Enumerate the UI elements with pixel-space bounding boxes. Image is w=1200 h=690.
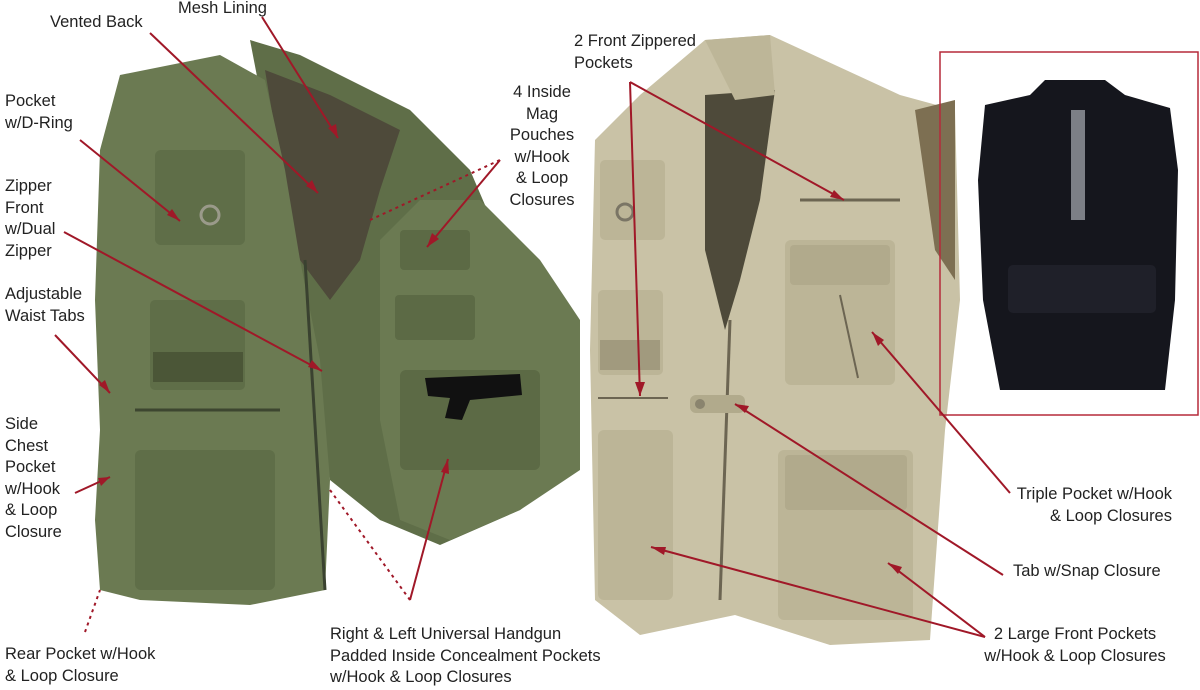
mag-pouch-2 — [395, 295, 475, 340]
arrowhead-waist-tabs — [99, 380, 110, 393]
arrowhead-large-pocket-1 — [651, 547, 666, 555]
leader-zippered-2 — [629, 81, 845, 201]
arrowhead-tab-snap — [735, 404, 749, 413]
leader-rear-pocket — [84, 589, 101, 633]
large-lower-pocket — [135, 450, 275, 590]
leader-tab-snap — [734, 403, 1004, 576]
khaki-front-zipper — [718, 319, 732, 601]
snap-icon — [695, 399, 705, 409]
label-zipper-front: Zipper Front w/Dual Zipper — [5, 177, 56, 260]
leader-mesh-lining — [261, 16, 339, 139]
leader-handgun-1 — [409, 458, 449, 601]
leader-mag-pouches-dotted — [369, 159, 501, 221]
triple-pocket-flap — [790, 245, 890, 285]
arrowhead-zipper-front — [308, 360, 322, 371]
label-mag-pouches: 4 Inside Mag Pouches w/Hook & Loop Closu… — [509, 83, 575, 209]
triple-pocket-zip — [839, 294, 859, 379]
black-vest-rear-pocket — [1008, 265, 1156, 313]
arrowhead-vented-back — [306, 180, 318, 193]
leader-large-pocket-1 — [650, 546, 986, 638]
black-vest-vent — [1071, 110, 1085, 220]
arrowhead-triple-pocket — [872, 332, 884, 346]
mesh-lining — [265, 70, 400, 300]
khaki-mesh-right — [915, 100, 955, 280]
leader-triple-pocket — [871, 331, 1011, 494]
arrowhead-zippered-1 — [635, 382, 645, 396]
label-tab-snap: Tab w/Snap Closure — [1013, 562, 1161, 580]
khaki-mesh-panel — [600, 340, 660, 370]
khaki-lower-left-pocket — [598, 430, 673, 600]
handgun-icon — [425, 374, 522, 420]
pocket-d-ring — [155, 150, 245, 245]
leader-zippered-1 — [629, 81, 641, 397]
arrowhead-side-chest — [98, 477, 110, 486]
leader-handgun-2 — [329, 489, 411, 601]
mag-pouch-1 — [400, 230, 470, 270]
leader-mag-pouches — [426, 159, 501, 248]
rear-view-inset — [939, 51, 1199, 416]
d-ring-icon — [199, 204, 221, 226]
khaki-d-ring-icon — [615, 202, 635, 222]
label-vented-back: Vented Back — [50, 13, 143, 31]
black-vest — [978, 80, 1178, 390]
khaki-large-pocket-flap — [785, 455, 907, 510]
arrowhead-pocket-d-ring — [167, 209, 180, 221]
arrowhead-mesh-lining — [328, 124, 338, 138]
label-pocket-d-ring: Pocket w/D-Ring — [5, 92, 73, 132]
arrowhead-mag-pouches — [427, 233, 439, 247]
label-front-zippered: 2 Front Zippered Pockets — [574, 32, 696, 72]
front-zipper — [303, 259, 327, 591]
khaki-collar — [705, 35, 775, 100]
label-mesh-lining: Mesh Lining — [178, 0, 267, 17]
label-large-front-pockets: 2 Large Front Pockets w/Hook & Loop Clos… — [984, 625, 1166, 665]
olive-vest — [95, 40, 580, 605]
leader-lines — [54, 16, 1011, 638]
leader-large-pocket-2 — [887, 562, 986, 638]
leader-zipper-front — [63, 231, 323, 372]
arrowhead-handgun-1 — [441, 459, 449, 474]
mesh-panel — [153, 352, 243, 382]
label-rear-pocket: Rear Pocket w/Hook & Loop Closure — [5, 645, 156, 685]
arrowhead-large-pocket-2 — [888, 563, 902, 574]
leader-vented-back — [149, 32, 319, 194]
leader-waist-tabs — [54, 334, 111, 394]
label-handgun-pockets: Right & Left Universal Handgun Padded In… — [330, 625, 601, 686]
khaki-pocket-d-ring — [600, 160, 665, 240]
khaki-mesh-lining — [705, 90, 775, 330]
arrowhead-zippered-2 — [830, 190, 844, 200]
leader-pocket-d-ring — [79, 139, 181, 222]
label-adjustable-waist: Adjustable Waist Tabs — [5, 285, 85, 325]
label-side-chest-pocket: Side Chest Pocket w/Hook & Loop Closure — [5, 415, 62, 541]
khaki-vest — [590, 35, 960, 645]
label-triple-pocket: Triple Pocket w/Hook & Loop Closures — [1016, 485, 1172, 525]
tab-snap — [690, 395, 745, 413]
